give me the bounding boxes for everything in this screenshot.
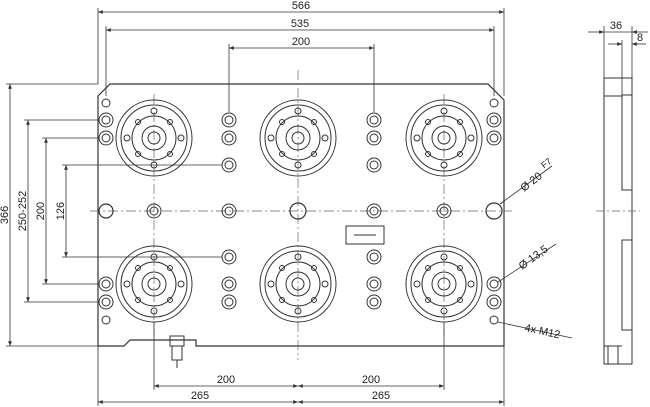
dowel-holes (98, 202, 503, 220)
dim-200-left: 200 (35, 202, 47, 220)
chuck-bottom-left (115, 245, 193, 323)
dim-36: 36 (610, 20, 622, 32)
dim-265-right: 265 (372, 390, 390, 402)
centerlines (90, 70, 512, 360)
callout-dia-20-tolerance: F7 (539, 156, 553, 170)
bottom-fitting (169, 335, 185, 368)
dim-200-bottom-right: 200 (362, 374, 380, 386)
callout-dia-13-5: Ø 13,5 (517, 243, 551, 272)
chuck-bottom-right (405, 245, 483, 323)
plate-side-view (603, 77, 633, 365)
bore-holes (98, 112, 502, 310)
dim-566: 566 (292, 0, 310, 12)
dimension-lines (6, 8, 648, 406)
dim-366: 366 (0, 206, 11, 224)
dim-200-top: 200 (292, 36, 310, 48)
dim-8: 8 (637, 32, 643, 44)
chuck-top-left (115, 99, 193, 177)
dim-250-252: 250-252 (17, 191, 29, 231)
nameplate (345, 225, 385, 245)
plate-front-view (97, 83, 505, 347)
callout-dia-20: Ø 20 F7 (518, 156, 553, 194)
chuck-top-right (405, 99, 483, 177)
dim-200-bottom-left: 200 (217, 374, 235, 386)
dim-126: 126 (55, 202, 67, 220)
thread-holes (101, 98, 499, 325)
chuck-bottom-center (259, 245, 337, 323)
dim-535: 535 (291, 18, 309, 30)
callout-thread-m12: 4x M12 (523, 322, 561, 341)
dim-265-left: 265 (191, 390, 209, 402)
chuck-top-center (259, 99, 337, 177)
